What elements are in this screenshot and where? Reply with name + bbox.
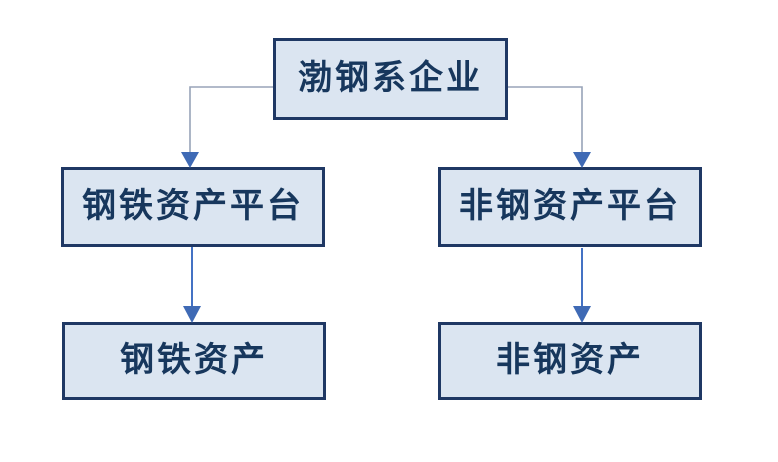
node-nonsteel-assets: 非钢资产	[438, 322, 702, 400]
node-nonsteel-asset-platform: 非钢资产平台	[438, 167, 702, 247]
node-label: 渤钢系企业	[298, 60, 483, 97]
node-steel-assets: 钢铁资产	[62, 322, 326, 400]
connector-nonsteel-platform-to-nonsteel-assets	[573, 248, 591, 323]
node-bohai-steel-group: 渤钢系企业	[273, 38, 508, 120]
arrow-down-icon	[573, 152, 591, 168]
connector-root-to-steel-platform	[181, 86, 273, 168]
arrow-down-icon	[181, 152, 199, 168]
arrow-down-icon	[573, 306, 591, 323]
node-label: 非钢资产平台	[459, 188, 681, 225]
node-label: 非钢资产	[496, 342, 644, 379]
elbow-line	[508, 86, 583, 153]
connector-root-to-nonsteel-platform	[508, 86, 591, 168]
elbow-line	[189, 86, 273, 153]
node-steel-asset-platform: 钢铁资产平台	[61, 167, 325, 247]
node-label: 钢铁资产平台	[82, 188, 304, 225]
connector-steel-platform-to-steel-assets	[183, 247, 201, 323]
arrow-down-icon	[183, 306, 201, 323]
node-label: 钢铁资产	[120, 342, 268, 379]
